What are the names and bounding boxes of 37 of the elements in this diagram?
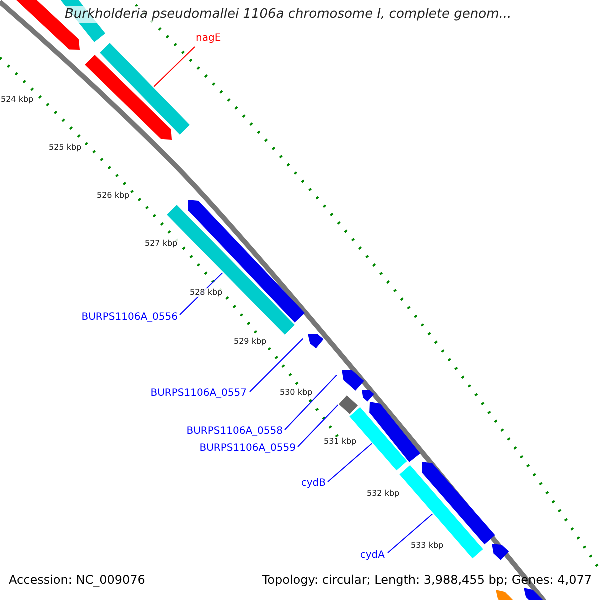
gene-label: cydB (301, 478, 326, 489)
gene-label: BURPS1106A_0559 (200, 443, 296, 454)
position-label: 533 kbp (411, 541, 444, 550)
position-label: 532 kbp (367, 489, 400, 498)
gene-bar (400, 465, 484, 559)
leader-line (388, 514, 434, 554)
leader-line (298, 404, 339, 448)
position-label: 528 kbp (190, 288, 223, 297)
gene-bar (496, 590, 514, 600)
gene-label: nagE (196, 33, 222, 44)
leader-line (284, 374, 338, 430)
position-label: 529 kbp (234, 337, 267, 346)
gene-bar (339, 396, 358, 414)
leader-line (328, 443, 372, 482)
gene-bar (524, 588, 546, 600)
gene-label: BURPS1106A_0558 (186, 426, 283, 437)
accession-text: Accession: NC_009076 (9, 573, 146, 587)
gene-bar (100, 43, 190, 135)
position-label: 524 kbp (1, 95, 34, 104)
gene-label: BURPS1106A_0557 (150, 388, 247, 399)
position-label: 527 kbp (145, 239, 178, 248)
position-label: 526 kbp (97, 191, 130, 200)
gene-label: cydA (360, 550, 385, 561)
gene-bar (492, 544, 510, 560)
summary-text: Topology: circular; Length: 3,988,455 bp; Genes: 4,077 (262, 573, 592, 587)
gene-bar (362, 390, 374, 402)
leader-line (250, 338, 304, 392)
gene-bar (85, 55, 172, 140)
position-label: 525 kbp (49, 143, 82, 152)
gene-bar (188, 200, 306, 323)
leader-line (154, 46, 196, 88)
gene-bar (370, 402, 420, 462)
gene-bar (308, 334, 324, 349)
gene-bar (342, 370, 364, 391)
gene-label: BURPS1106A_0556 (82, 312, 178, 323)
position-label: 531 kbp (324, 437, 357, 446)
position-label: 530 kbp (280, 388, 313, 397)
